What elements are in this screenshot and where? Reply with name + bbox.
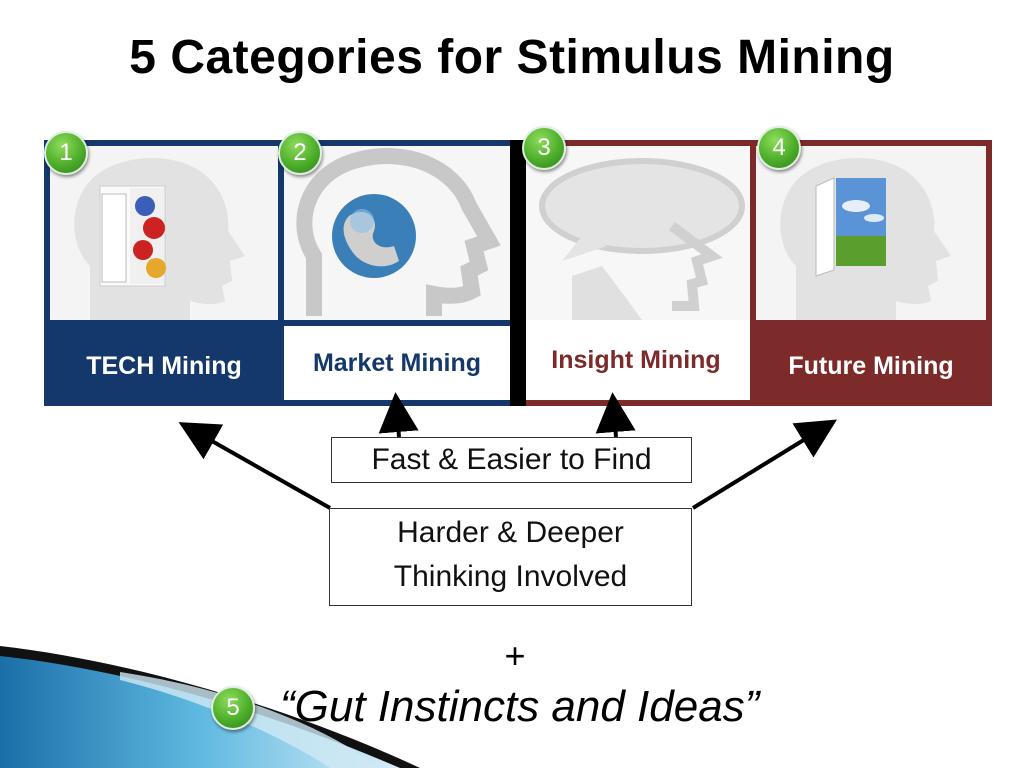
arrow-to-insight	[595, 392, 636, 438]
category-badge-1: 1	[44, 131, 88, 175]
category-panel-tech: TECH Mining	[44, 140, 284, 406]
harder-deeper-line2: Thinking Involved	[393, 560, 628, 593]
category-badge-5: 5	[211, 686, 255, 730]
category-badge-4: 4	[757, 126, 801, 170]
arrow-to-future	[691, 419, 838, 510]
head-globe-icon	[284, 146, 510, 320]
head-speech-bubble-icon	[522, 146, 750, 320]
category-panel-insight: Insight Mining	[516, 140, 756, 406]
plus-sign: +	[504, 635, 526, 676]
fast-easier-text: Fast & Easier to Find	[371, 443, 652, 476]
category-badge-3: 3	[522, 126, 566, 170]
harder-deeper-box: Harder & Deeper Thinking Involved	[329, 508, 692, 606]
head-door-puzzle-icon	[50, 146, 278, 320]
harder-deeper-line1: Harder & Deeper	[397, 516, 624, 549]
arrow-to-tech	[178, 422, 331, 510]
category-divider	[510, 140, 526, 406]
page-title: 5 Categories for Stimulus Mining	[129, 31, 895, 84]
arrow-to-market	[378, 392, 419, 438]
category-label-tech: TECH Mining	[44, 326, 284, 406]
fast-easier-box: Fast & Easier to Find	[331, 437, 692, 483]
category-label-insight: Insight Mining	[522, 320, 750, 400]
gut-instincts-text: “Gut Instincts and Ideas”	[280, 682, 760, 731]
category-label-future: Future Mining	[750, 326, 992, 406]
category-panel-future: Future Mining	[750, 140, 992, 406]
head-door-sky-icon	[756, 146, 986, 320]
category-badge-2: 2	[278, 131, 322, 175]
category-label-market: Market Mining	[284, 326, 510, 400]
category-panel-market: Market Mining	[278, 140, 516, 406]
